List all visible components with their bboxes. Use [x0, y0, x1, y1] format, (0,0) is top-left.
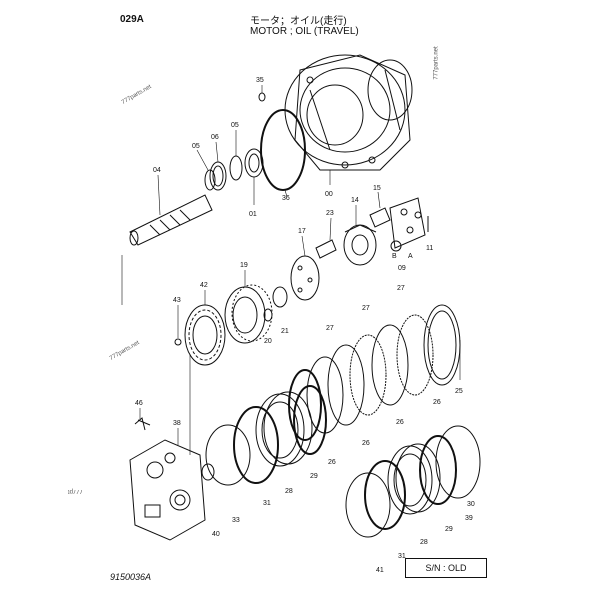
callout-09: 09 [398, 265, 406, 272]
ring-31a [233, 406, 279, 484]
callout-01: 01 [249, 211, 257, 218]
ring-29b [419, 435, 457, 505]
plate-09 [389, 197, 426, 252]
leader-lines [121, 85, 461, 455]
callout-17: 17 [298, 228, 306, 235]
seal-01 [244, 148, 264, 178]
o-ring-40 [201, 463, 215, 481]
ring-41 [345, 472, 391, 538]
callout-27: 27 [397, 285, 405, 292]
friction-plates [288, 304, 461, 441]
bolt-46 [134, 417, 151, 431]
callout-23: 23 [326, 210, 334, 217]
callout-05: 05 [192, 143, 200, 150]
callout-35: 35 [256, 77, 264, 84]
seal-05b [229, 155, 243, 181]
part-21 [272, 286, 288, 308]
callout-20: 20 [264, 338, 272, 345]
plate-17 [290, 255, 320, 301]
valve-block [129, 439, 206, 541]
part-20 [263, 308, 273, 322]
title-english: MOTOR ; OIL (TRAVEL) [250, 26, 359, 37]
callout-43: 43 [173, 297, 181, 304]
callout-42: 42 [200, 282, 208, 289]
callout-14: 14 [351, 197, 359, 204]
callout-19: 19 [240, 262, 248, 269]
callout-29: 29 [310, 473, 318, 480]
callout-33: 33 [232, 517, 240, 524]
callouts: 35 36 00 05 06 05 04 01 15 14 23 11 09 A… [135, 77, 475, 574]
callout-26: 26 [328, 459, 336, 466]
piston-28b [387, 443, 441, 515]
callout-27: 27 [326, 325, 334, 332]
callout-28: 28 [420, 539, 428, 546]
label-b: B [392, 253, 397, 260]
callout-46: 46 [135, 400, 143, 407]
part-23 [315, 239, 337, 259]
plug-43 [174, 338, 182, 346]
ring-36 [260, 109, 306, 191]
piston-28a [255, 391, 313, 467]
callout-39: 39 [465, 515, 473, 522]
gear-19 [224, 284, 273, 344]
callout-05: 05 [231, 122, 239, 129]
callout-36: 36 [282, 195, 290, 202]
drawing-number: 9150036A [110, 572, 152, 582]
serial-number-note: S/N : OLD [405, 558, 487, 578]
callout-25: 25 [455, 388, 463, 395]
callout-41: 41 [376, 567, 384, 574]
ring-33 [205, 424, 251, 486]
ring-29a [293, 385, 327, 455]
callout-11: 11 [426, 245, 433, 252]
part-15 [369, 207, 391, 228]
callout-29: 29 [445, 526, 453, 533]
callout-04: 04 [153, 167, 161, 174]
label-a: A [408, 253, 413, 260]
callout-28: 28 [285, 488, 293, 495]
part-14 [343, 224, 377, 266]
callout-30: 30 [467, 501, 475, 508]
callout-26: 26 [396, 419, 404, 426]
callout-26: 26 [433, 399, 441, 406]
callout-00: 00 [325, 191, 333, 198]
bearing-42 [184, 304, 226, 366]
callout-40: 40 [212, 531, 220, 538]
callout-15: 15 [373, 185, 381, 192]
ring-31b [364, 460, 406, 530]
callout-31: 31 [398, 553, 406, 560]
callout-26: 26 [362, 440, 370, 447]
seal-05a [204, 169, 216, 191]
callout-21: 21 [281, 328, 289, 335]
callout-31: 31 [263, 500, 271, 507]
callout-38: 38 [173, 420, 181, 427]
shaft-04 [129, 194, 213, 246]
o-ring-35 [258, 92, 266, 102]
callout-27: 27 [362, 305, 370, 312]
title-japanese: モータ；オイル(走行) [250, 16, 347, 27]
ring-39 [435, 425, 481, 499]
callout-06: 06 [211, 134, 219, 141]
page-code: 029A [120, 14, 144, 25]
